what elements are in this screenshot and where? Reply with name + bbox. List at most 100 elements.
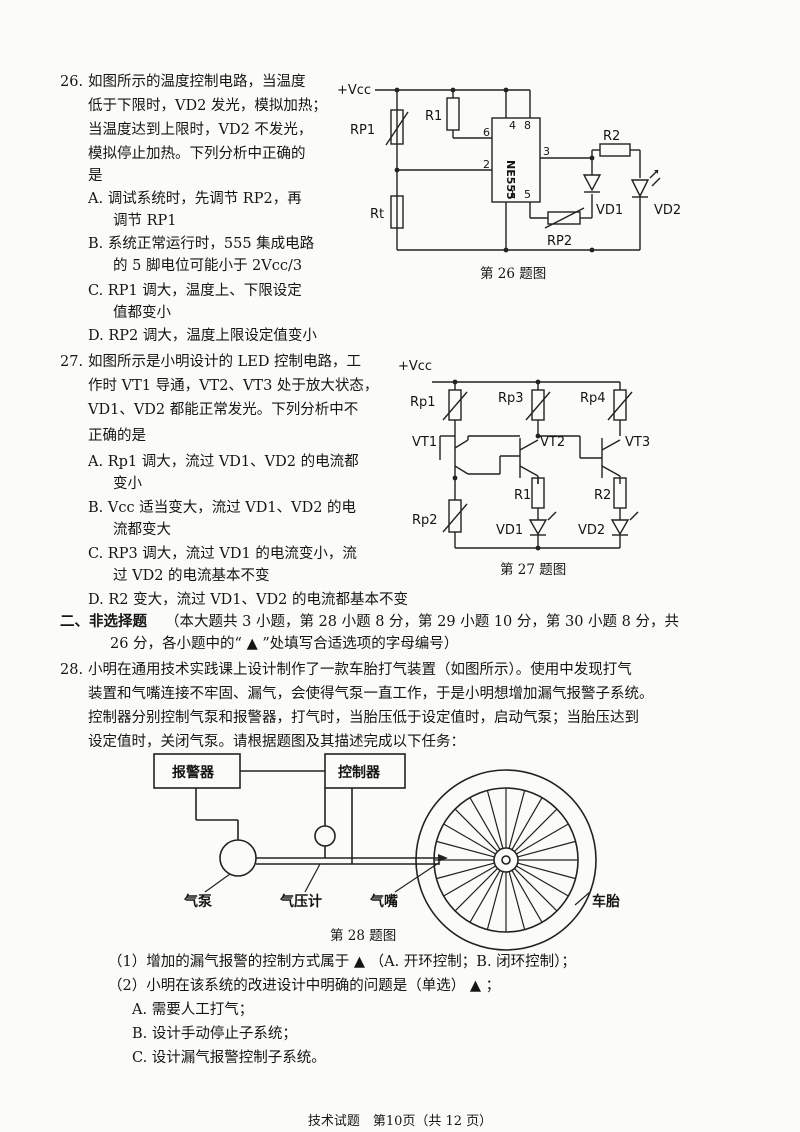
q27-r2-label: R2 bbox=[594, 488, 611, 503]
q26-option-b: B. 系统正常运行时，555 集成电路 bbox=[88, 236, 315, 252]
q28-nozzle-label: 气嘴 bbox=[369, 893, 398, 910]
q27-rp3-label: Rp3 bbox=[498, 391, 524, 406]
q28-sub2-option-a: A. 需要人工打气； bbox=[132, 1002, 254, 1018]
q28-sub-question-2: （2）小明在该系统的改进设计中明确的问题是（单选） ▲ ； bbox=[108, 978, 501, 994]
q28-stem-line: 设定值时，关闭气泵。请根据题图及其描述完成以下任务： bbox=[88, 734, 465, 750]
q28-pump-label: 气泵 bbox=[183, 893, 212, 910]
q26-option-d: D. RP2 调大，温度上限设定值变小 bbox=[88, 328, 317, 344]
q26-pin-label: 4 bbox=[509, 119, 516, 132]
q26-figure-caption: 第 26 题图 bbox=[480, 266, 547, 282]
q27-rp2-label: Rp2 bbox=[412, 513, 438, 528]
q26-chip-label: NE555 bbox=[504, 160, 517, 200]
q27-number: 27. bbox=[60, 354, 84, 370]
q27-option-b-cont: 流都变大 bbox=[113, 522, 171, 538]
q27-stem-line: VD1、VD2 都能正常发光。下列分析中不 bbox=[88, 402, 359, 418]
q28-sub-question-1: （1）增加的漏气报警的控制方式属于 ▲ （A. 开环控制；B. 闭环控制）； bbox=[108, 954, 576, 970]
wheel-spoke bbox=[486, 871, 504, 930]
wheel-spoke bbox=[443, 823, 496, 855]
section-2-text: 26 分，各小题中的“ ▲ ”处填写合适选项的字母编号） bbox=[110, 636, 459, 652]
q28-alarm-label: 报警器 bbox=[172, 764, 215, 781]
q28-sub2-option-c: C. 设计漏气报警控制子系统。 bbox=[132, 1050, 326, 1066]
q26-rt-label: Rt bbox=[370, 207, 384, 222]
section-2-text: （本大题共 3 小题，第 28 小题 8 分，第 29 小题 10 分，第 30… bbox=[165, 614, 680, 630]
wheel-spoke bbox=[511, 870, 543, 923]
q27-vt2-label: VT2 bbox=[540, 435, 565, 450]
wheel-spoke bbox=[443, 865, 496, 897]
section-2-heading: 二、非选择题 bbox=[60, 613, 147, 630]
q27-vt1-label: VT1 bbox=[412, 435, 437, 450]
q26-rp1-label: RP1 bbox=[350, 123, 375, 138]
q27-r1-label: R1 bbox=[514, 488, 531, 503]
q26-r1-label: R1 bbox=[425, 109, 442, 124]
q28-sub2-option-b: B. 设计手动停止子系统； bbox=[132, 1026, 297, 1042]
q28-figure-caption: 第 28 题图 bbox=[330, 928, 397, 944]
q27-option-a-cont: 变小 bbox=[113, 476, 142, 492]
q26-pin-label: 6 bbox=[483, 126, 490, 139]
q27-vd1-label: VD1 bbox=[496, 523, 523, 538]
q26-stem-line: 当温度达到上限时，VD2 不发光， bbox=[88, 122, 313, 138]
wheel-spoke bbox=[508, 871, 526, 930]
wheel-spoke bbox=[516, 823, 569, 855]
q27-option-a: A. Rp1 调大，流过 VD1、VD2 的电流都 bbox=[88, 454, 359, 470]
q27-rp1-label: Rp1 bbox=[410, 395, 436, 410]
q28-gauge-label: 气压计 bbox=[279, 893, 322, 910]
wheel-spoke bbox=[511, 797, 543, 850]
q27-option-c-cont: 过 VD2 的电流基本不变 bbox=[113, 568, 270, 584]
page-footer: 技术试题 第10页（共 12 页） bbox=[307, 1114, 493, 1129]
q28-stem-line: 控制器分别控制气泵和报警器，打气时，当胎压低于设定值时，启动气泵；当胎压达到 bbox=[88, 710, 639, 726]
q27-stem-line: 正确的是 bbox=[88, 428, 146, 444]
q28-controller-label: 控制器 bbox=[338, 764, 381, 781]
wheel-spoke bbox=[454, 868, 498, 912]
wheel-spoke bbox=[517, 840, 576, 858]
q27-rp4-label: Rp4 bbox=[580, 391, 606, 406]
q26-r2-label: R2 bbox=[603, 129, 620, 144]
q26-rp2-label: RP2 bbox=[547, 234, 572, 249]
q28-tire-label: 车胎 bbox=[592, 893, 620, 910]
wheel-spoke bbox=[436, 840, 495, 858]
q26-option-a-cont: 调节 RP1 bbox=[113, 213, 177, 229]
q27-figure-caption: 第 27 题图 bbox=[500, 562, 567, 578]
q26-pin-label: 5 bbox=[524, 188, 531, 201]
q26-option-c-cont: 值都变小 bbox=[113, 305, 171, 321]
q27-vd2-label: VD2 bbox=[578, 523, 605, 538]
q26-vd2-label: VD2 bbox=[654, 203, 681, 218]
q26-option-b-cont: 的 5 脚电位可能小于 2Vcc/3 bbox=[113, 258, 303, 274]
q26-stem-line: 低于下限时，VD2 发光，模拟加热； bbox=[88, 98, 327, 114]
q26-vcc-label: +Vcc bbox=[337, 83, 371, 98]
wheel-spoke bbox=[486, 790, 504, 849]
q27-stem-line: 作时 VT1 导通，VT2、VT3 处于放大状态， bbox=[88, 378, 379, 394]
q26-stem-line: 如图所示的温度控制电路，当温度 bbox=[88, 74, 306, 90]
q26-vd1-label: VD1 bbox=[596, 203, 623, 218]
q26-pin-label: 8 bbox=[524, 119, 531, 132]
wheel-spoke bbox=[436, 862, 495, 880]
q27-vcc-label: +Vcc bbox=[398, 359, 432, 374]
q28-stem-line: 装置和气嘴连接不牢固、漏气，会使得气泵一直工作，于是小明想增加漏气报警子系统。 bbox=[88, 686, 654, 702]
q27-stem-line: 如图所示是小明设计的 LED 控制电路，工 bbox=[88, 354, 362, 370]
q26-pin-label: 3 bbox=[543, 145, 550, 158]
q28-number: 28. bbox=[60, 662, 84, 678]
q26-stem-line: 模拟停止加热。下列分析中正确的 bbox=[88, 146, 306, 162]
q26-option-a: A. 调试系统时，先调节 RP2，再 bbox=[88, 191, 302, 207]
q26-pin-label: 1 bbox=[509, 188, 516, 201]
q27-option-b: B. Vcc 适当变大，流过 VD1、VD2 的电 bbox=[88, 500, 357, 516]
q28-stem-line: 小明在通用技术实践课上设计制作了一款车胎打气装置（如图所示）。使用中发现打气 bbox=[88, 662, 632, 678]
q26-stem-line: 是 bbox=[88, 168, 103, 184]
q27-option-c: C. RP3 调大，流过 VD1 的电流变小，流 bbox=[88, 546, 357, 562]
q26-pin-label: 2 bbox=[483, 158, 490, 171]
q26-option-c: C. RP1 调大，温度上、下限设定 bbox=[88, 283, 302, 299]
wheel-spoke bbox=[469, 797, 501, 850]
q27-option-d: D. R2 变大，流过 VD1、VD2 的电流都基本不变 bbox=[88, 592, 408, 608]
wheel-spoke bbox=[517, 862, 576, 880]
wheel-spoke bbox=[508, 790, 526, 849]
wheel-spoke bbox=[469, 870, 501, 923]
q27-vt3-label: VT3 bbox=[625, 435, 650, 450]
wheel-spoke bbox=[514, 808, 558, 852]
wheel-spoke bbox=[516, 865, 569, 897]
q26-number: 26. bbox=[60, 74, 84, 90]
wheel-spoke bbox=[454, 808, 498, 852]
wheel-spoke bbox=[514, 868, 558, 912]
